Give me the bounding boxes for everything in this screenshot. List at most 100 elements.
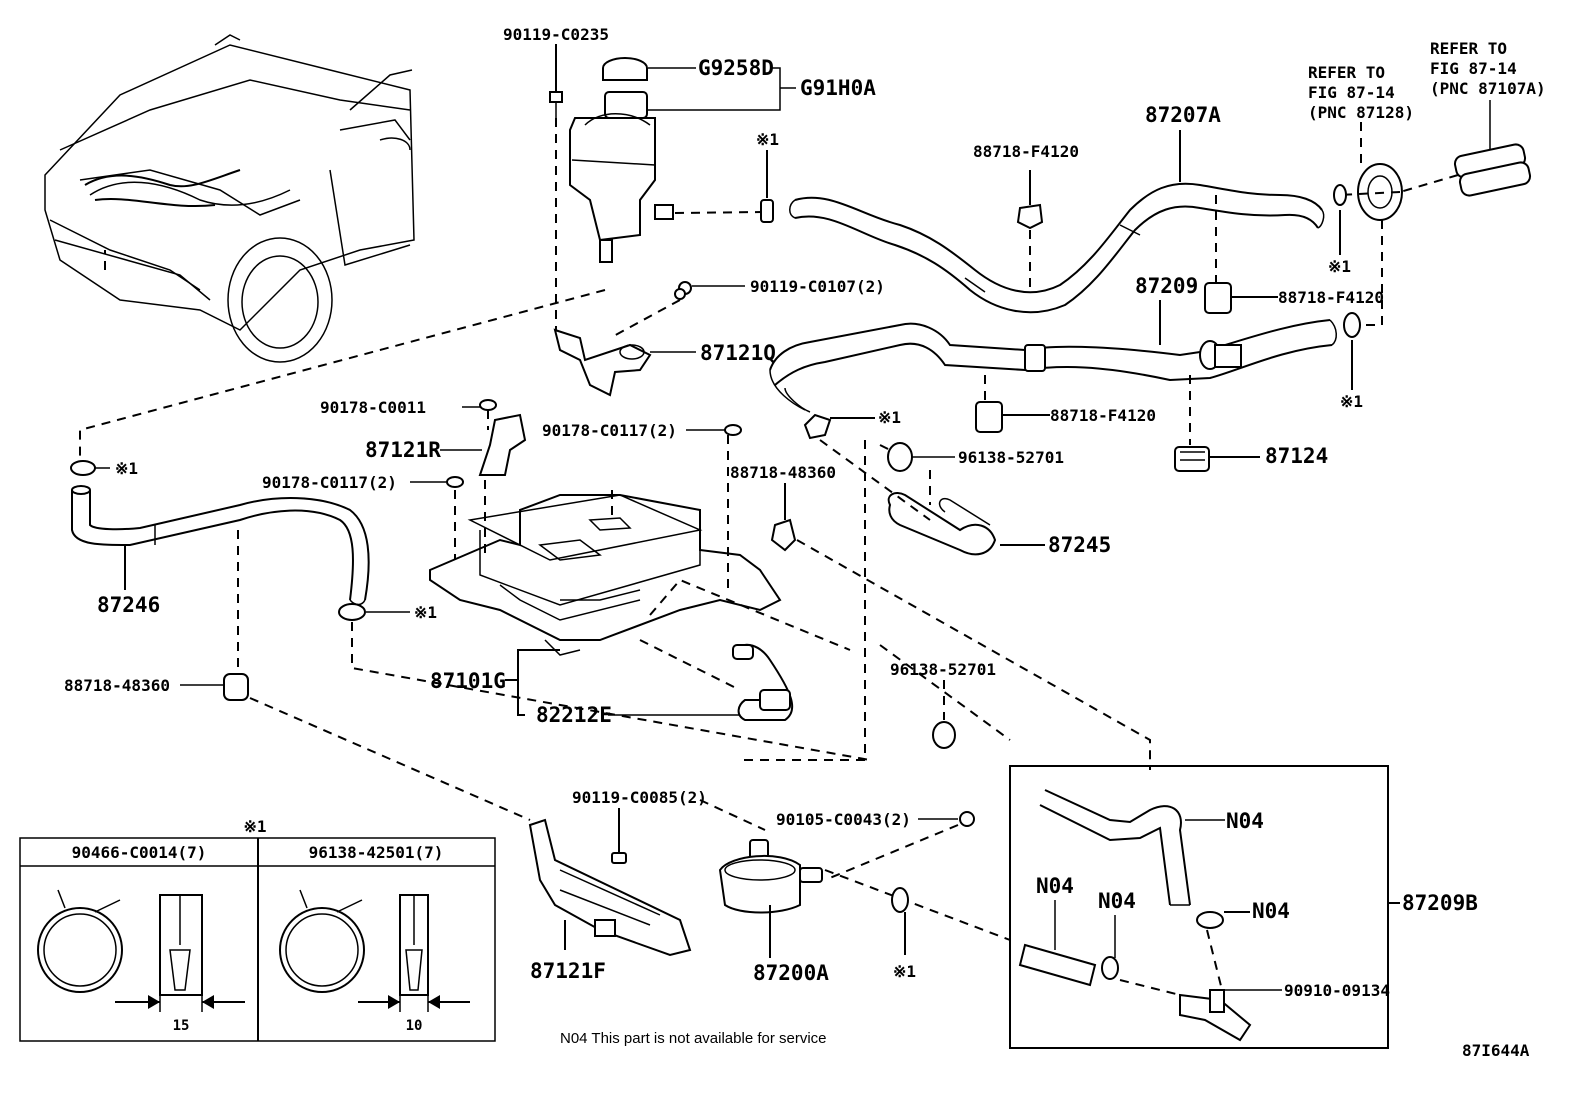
clip-mark-mid xyxy=(803,413,832,440)
label-87246: 87246 xyxy=(97,593,160,617)
ref-87128-line1: REFER TO xyxy=(1308,63,1385,82)
label-87207a: 87207A xyxy=(1145,103,1221,127)
hose-87246 xyxy=(71,485,370,606)
mark-1-left-top: ※1 xyxy=(115,459,138,478)
hose-82212e xyxy=(732,643,794,721)
ref-87128-line3: (PNC 87128) xyxy=(1308,103,1414,122)
label-87101g: 87101G xyxy=(430,669,506,693)
bracket-87121f xyxy=(528,818,692,957)
reservoir-tank xyxy=(569,57,674,263)
hose-87245 xyxy=(887,492,997,556)
clip-88718-f4120-low xyxy=(975,401,1003,433)
clip-mark-top xyxy=(760,199,774,223)
water-pump-87200a xyxy=(718,839,823,914)
label-82212e: 82212E xyxy=(536,703,612,727)
mark-1-right-bottom: ※1 xyxy=(1340,392,1363,411)
nut-90178-c0117-right xyxy=(724,424,742,436)
clip-88718-48360-mid xyxy=(770,518,797,552)
label-90910-09134: 90910-09134 xyxy=(1284,981,1390,1000)
box-87209b xyxy=(1009,765,1389,1049)
label-90119-c0235: 90119-C0235 xyxy=(503,25,609,44)
label-90178-c0117-right: 90178-C0117(2) xyxy=(542,421,677,440)
ref-87107a-line1: REFER TO xyxy=(1430,39,1507,58)
label-87209: 87209 xyxy=(1135,274,1198,298)
clip-87209-left xyxy=(1024,344,1046,372)
clamp-96138-52701-top xyxy=(887,442,913,472)
figure-id: 87I644A xyxy=(1462,1041,1530,1060)
bracket-87121r xyxy=(478,413,527,476)
clip-mark-right-bottom xyxy=(1343,312,1361,338)
label-90119-c0107: 90119-C0107(2) xyxy=(750,277,885,296)
connector-87124 xyxy=(1174,446,1210,472)
label-n04-upper: N04 xyxy=(1226,809,1264,833)
mark-1-mid: ※1 xyxy=(878,408,901,427)
clip-mark-right-top xyxy=(1333,184,1347,206)
bolt-90119-c0235 xyxy=(549,91,563,118)
clamp-96138-52701-low xyxy=(932,721,956,749)
bolt-90119-c0107 xyxy=(674,281,692,300)
fitting-90910-09134 xyxy=(1179,989,1252,1042)
label-n04-short: N04 xyxy=(1036,874,1074,898)
legend-dim-2: 10 xyxy=(406,1018,423,1034)
hose-87207a xyxy=(789,182,1325,314)
label-88718-f4120-top: 88718-F4120 xyxy=(973,142,1079,161)
label-96138-52701-low: 96138-52701 xyxy=(890,660,996,679)
clip-mark-left-top xyxy=(70,460,96,476)
label-90178-c0117-left: 90178-C0117(2) xyxy=(262,473,397,492)
mark-1-right-top: ※1 xyxy=(1328,257,1351,276)
hose-n04-short xyxy=(1018,943,1097,987)
mark-1-left-mid: ※1 xyxy=(414,603,437,622)
label-87124: 87124 xyxy=(1265,444,1328,468)
label-n04-clamp-right: N04 xyxy=(1252,899,1290,923)
clamp-n04-right xyxy=(1196,911,1224,929)
label-n04-clamp-left: N04 xyxy=(1098,889,1136,913)
hose-87209 xyxy=(769,319,1337,413)
leader-vehicle xyxy=(79,289,606,460)
clip-88718-f4120-mid xyxy=(1204,282,1232,314)
connector-87107a xyxy=(1453,143,1532,197)
label-88718-f4120-low: 88718-F4120 xyxy=(1050,406,1156,425)
nut-90178-c0117-left xyxy=(446,476,464,488)
label-87200a: 87200A xyxy=(753,961,829,985)
bolt-90119-c0085 xyxy=(611,852,627,864)
label-88718-48360-left: 88718-48360 xyxy=(64,676,170,695)
label-87121f: 87121F xyxy=(530,959,606,983)
label-87121r: 87121R xyxy=(365,438,441,462)
ref-87128-line2: FIG 87-14 xyxy=(1308,83,1395,102)
ref-87107a-line2: FIG 87-14 xyxy=(1430,59,1517,78)
legend-mark: ※1 xyxy=(243,817,266,836)
fitting-87209-right xyxy=(1199,340,1242,370)
inverter-assembly xyxy=(429,494,782,656)
label-88718-f4120-mid: 88718-F4120 xyxy=(1278,288,1384,307)
service-note: N04 This part is not available for servi… xyxy=(560,1030,827,1047)
clip-mark-left-mid xyxy=(338,603,366,621)
label-90105-c0043: 90105-C0043(2) xyxy=(776,810,911,829)
legend-dim-1: 15 xyxy=(173,1018,190,1034)
ref-87107a-line3: (PNC 87107A) xyxy=(1430,79,1546,98)
label-g91h0a: G91H0A xyxy=(800,76,876,100)
hose-n04-upper xyxy=(1039,789,1191,906)
bolt-90105-c0043 xyxy=(959,811,975,827)
clip-88718-48360-left xyxy=(223,673,249,701)
label-g9258d: G9258D xyxy=(698,56,774,80)
clamp-n04-left xyxy=(1101,956,1119,980)
legend-part-1: 90466-C0014(7) xyxy=(72,843,207,862)
legend-box: ※1 90466-C0014(7) 96138-42501(7) 15 10 xyxy=(19,817,496,1042)
clip-88718-f4120-top xyxy=(1016,203,1044,230)
mark-1-lower: ※1 xyxy=(893,962,916,981)
label-88718-48360-mid: 88718-48360 xyxy=(730,463,836,482)
nut-90178-c0011 xyxy=(479,399,497,411)
vehicle-illustration xyxy=(44,34,415,363)
label-90178-c0011: 90178-C0011 xyxy=(320,398,426,417)
clip-mark-lower xyxy=(891,887,909,913)
label-87121q: 87121Q xyxy=(700,341,776,365)
bracket-87121q xyxy=(553,328,652,397)
label-96138-52701-top: 96138-52701 xyxy=(958,448,1064,467)
label-87209b: 87209B xyxy=(1402,891,1478,915)
legend-clamp-1 xyxy=(37,889,245,1012)
legend-clamp-2 xyxy=(279,889,470,1012)
label-90119-c0085: 90119-C0085(2) xyxy=(572,788,707,807)
legend-part-2: 96138-42501(7) xyxy=(309,843,444,862)
label-87245: 87245 xyxy=(1048,533,1111,557)
